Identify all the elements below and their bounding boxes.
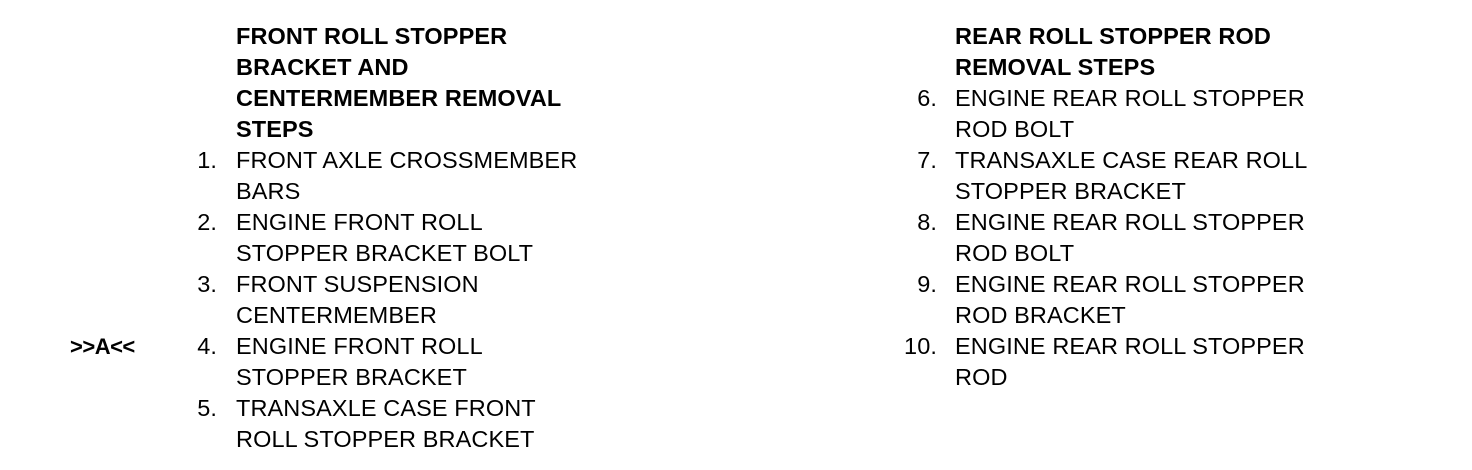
left-step-label-4-cont: STOPPER BRACKET	[236, 364, 467, 390]
left-step-label-3: FRONT SUSPENSION	[236, 271, 479, 297]
callout-marker-a: >>A<<	[70, 334, 135, 359]
left-step-number-5: 5.	[197, 395, 217, 421]
left-step-number-3: 3.	[197, 271, 217, 297]
left-procedure-column: FRONT ROLL STOPPER BRACKET AND CENTERMEM…	[0, 0, 700, 455]
left-step-item-2: 2. ENGINE FRONT ROLL	[0, 207, 700, 238]
left-step-number-2: 2.	[197, 209, 217, 235]
left-step-number-1: 1.	[197, 147, 217, 173]
left-step-item-4: >>A<< 4. ENGINE FRONT ROLL	[0, 331, 700, 362]
right-step-number-7: 7.	[917, 147, 937, 173]
right-step-item-6: 6. ENGINE REAR ROLL STOPPER	[760, 83, 1460, 114]
right-step-label-7-cont: STOPPER BRACKET	[955, 178, 1186, 204]
right-column-heading-line-1: REAR ROLL STOPPER ROD	[955, 23, 1271, 49]
left-step-label-2: ENGINE FRONT ROLL	[236, 209, 483, 235]
right-step-label-10-cont: ROD	[955, 364, 1008, 390]
right-step-item-7: 7. TRANSAXLE CASE REAR ROLL	[760, 145, 1460, 176]
right-step-number-6: 6.	[917, 85, 937, 111]
right-step-number-10: 10.	[904, 333, 937, 359]
right-step-number-9: 9.	[917, 271, 937, 297]
left-step-label-1: FRONT AXLE CROSSMEMBER	[236, 147, 578, 173]
left-column-heading-line-1: FRONT ROLL STOPPER	[236, 23, 508, 49]
right-procedure-column: REAR ROLL STOPPER ROD REMOVAL STEPS 6. E…	[760, 0, 1460, 393]
left-column-heading-line-3: CENTERMEMBER REMOVAL	[236, 85, 562, 111]
right-step-label-10: ENGINE REAR ROLL STOPPER	[955, 333, 1305, 359]
right-step-label-7: TRANSAXLE CASE REAR ROLL	[955, 147, 1308, 173]
right-step-label-8-cont: ROD BOLT	[955, 240, 1075, 266]
right-step-number-8: 8.	[917, 209, 937, 235]
left-step-label-5: TRANSAXLE CASE FRONT	[236, 395, 536, 421]
right-step-label-6-cont: ROD BOLT	[955, 116, 1075, 142]
left-step-label-5-cont: ROLL STOPPER BRACKET	[236, 426, 535, 452]
left-step-label-1-cont: BARS	[236, 178, 301, 204]
right-step-label-8: ENGINE REAR ROLL STOPPER	[955, 209, 1305, 235]
right-step-item-9: 9. ENGINE REAR ROLL STOPPER	[760, 269, 1460, 300]
left-step-item-5: 5. TRANSAXLE CASE FRONT	[0, 393, 700, 424]
right-column-heading-line-2: REMOVAL STEPS	[955, 54, 1156, 80]
right-step-item-10: 10. ENGINE REAR ROLL STOPPER	[760, 331, 1460, 362]
left-step-label-2-cont: STOPPER BRACKET BOLT	[236, 240, 534, 266]
left-column-heading-line-4: STEPS	[236, 116, 314, 142]
left-step-label-4: ENGINE FRONT ROLL	[236, 333, 483, 359]
left-column-heading-line-2: BRACKET AND	[236, 54, 409, 80]
right-step-label-9: ENGINE REAR ROLL STOPPER	[955, 271, 1305, 297]
right-step-item-8: 8. ENGINE REAR ROLL STOPPER	[760, 207, 1460, 238]
right-step-label-6: ENGINE REAR ROLL STOPPER	[955, 85, 1305, 111]
left-step-item-1: 1. FRONT AXLE CROSSMEMBER	[0, 145, 700, 176]
left-step-number-4: 4.	[197, 333, 217, 359]
left-step-item-3: 3. FRONT SUSPENSION	[0, 269, 700, 300]
left-step-label-3-cont: CENTERMEMBER	[236, 302, 437, 328]
right-step-label-9-cont: ROD BRACKET	[955, 302, 1126, 328]
